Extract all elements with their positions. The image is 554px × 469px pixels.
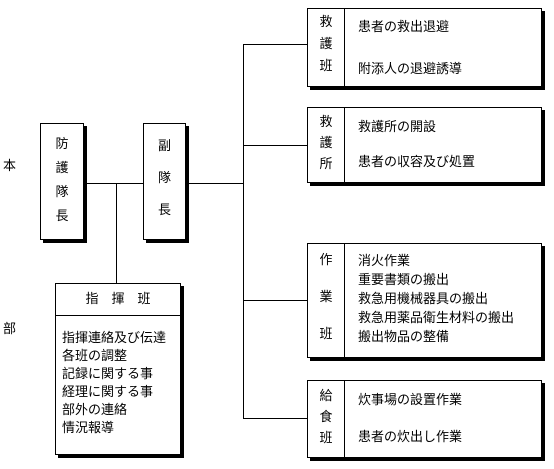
team-duty: 患者の救出退避 [358, 20, 450, 35]
team-name-char: 護 [319, 136, 333, 151]
team-divider [344, 108, 345, 182]
team-duty: 患者の炊出し作業 [358, 430, 463, 445]
team-divider [344, 9, 345, 86]
team-name-char: 給 [319, 389, 333, 404]
team-duty: 救護所の開設 [358, 120, 437, 135]
team-name-rescue-station: 救 護 所 [308, 116, 344, 179]
team-name-food: 給 食 班 [308, 390, 344, 453]
branch-team-2 [243, 145, 307, 146]
team-box-work: 作 業 班 消火作業 重要書類の搬出 救急用機械器具の搬出 救急用薬品衛生材料の… [307, 243, 542, 358]
team-name-char: 班 [319, 59, 333, 74]
connector-commander-vice [87, 183, 143, 184]
team-name-char: 業 [319, 290, 333, 305]
team-duty: 救急用機械器具の搬出 [358, 292, 489, 307]
branch-team-1 [243, 44, 307, 45]
side-label-top: 本 [3, 159, 17, 174]
team-name-char: 救 [319, 15, 333, 30]
command-team-duty: 情況報導 [62, 421, 115, 436]
vice-commander-char: 隊 [157, 171, 171, 186]
vice-commander-char: 長 [157, 203, 171, 218]
trunk-line [243, 44, 244, 418]
commander-char: 防 [55, 137, 69, 152]
command-team-title: 指 揮 班 [85, 292, 151, 307]
branch-team-4 [243, 418, 307, 419]
command-team-duty: 指揮連絡及び伝達 [62, 331, 167, 346]
command-team-duty: 経理に関する事 [62, 385, 154, 400]
command-team-duty: 部外の連絡 [62, 403, 128, 418]
commander-char: 隊 [55, 185, 69, 200]
team-name-char: 食 [319, 410, 333, 425]
team-name-char: 護 [319, 37, 333, 52]
vice-commander-char: 副 [157, 139, 171, 154]
command-team-duties: 指揮連絡及び伝達 各班の調整 記録に関する事 経理に関する事 部外の連絡 情況報… [62, 332, 166, 440]
team-duty: 重要書類の搬出 [358, 273, 450, 288]
connector-to-command-team [116, 183, 117, 283]
team-name-char: 班 [319, 327, 333, 342]
commander-box: 防 護 隊 長 [40, 123, 84, 240]
team-duty: 消火作業 [358, 254, 411, 269]
command-team-duty: 記録に関する事 [62, 367, 154, 382]
side-label-bottom: 部 [3, 322, 17, 337]
commander-char: 護 [55, 161, 69, 176]
team-name-char: 救 [319, 115, 333, 130]
commander-char: 長 [55, 209, 69, 224]
vice-commander-box: 副 隊 長 [143, 123, 186, 240]
team-duty: 救急用薬品衛生材料の搬出 [358, 311, 515, 326]
team-box-food: 給 食 班 炊事場の設置作業 患者の炊出し作業 [307, 380, 542, 458]
team-box-rescue: 救 護 班 患者の救出退避 附添人の退避誘導 [307, 8, 542, 87]
team-box-rescue-station: 救 護 所 救護所の開設 患者の収容及び処置 [307, 107, 542, 183]
vice-commander-label: 副 隊 長 [144, 140, 185, 236]
commander-label: 防 護 隊 長 [41, 138, 83, 234]
team-duty: 附添人の退避誘導 [358, 62, 463, 77]
team-name-rescue: 救 護 班 [308, 16, 344, 82]
team-name-work: 作 業 班 [308, 254, 344, 365]
team-divider [344, 244, 345, 357]
command-team-box: 指 揮 班 指揮連絡及び伝達 各班の調整 記録に関する事 経理に関する事 部外の… [55, 283, 181, 455]
team-name-char: 班 [319, 431, 333, 446]
team-duty: 炊事場の設置作業 [358, 393, 463, 408]
team-name-char: 作 [319, 253, 333, 268]
team-name-char: 所 [319, 157, 333, 172]
team-duty: 搬出物品の整備 [358, 330, 450, 345]
team-divider [344, 381, 345, 457]
connector-vice-trunk [189, 183, 243, 184]
command-team-title-divider [56, 315, 180, 316]
team-duty: 患者の収容及び処置 [358, 155, 476, 170]
team-duties-work: 消火作業 重要書類の搬出 救急用機械器具の搬出 救急用薬品衛生材料の搬出 搬出物… [358, 255, 514, 350]
branch-team-3 [243, 300, 307, 301]
command-team-duty: 各班の調整 [62, 349, 128, 364]
